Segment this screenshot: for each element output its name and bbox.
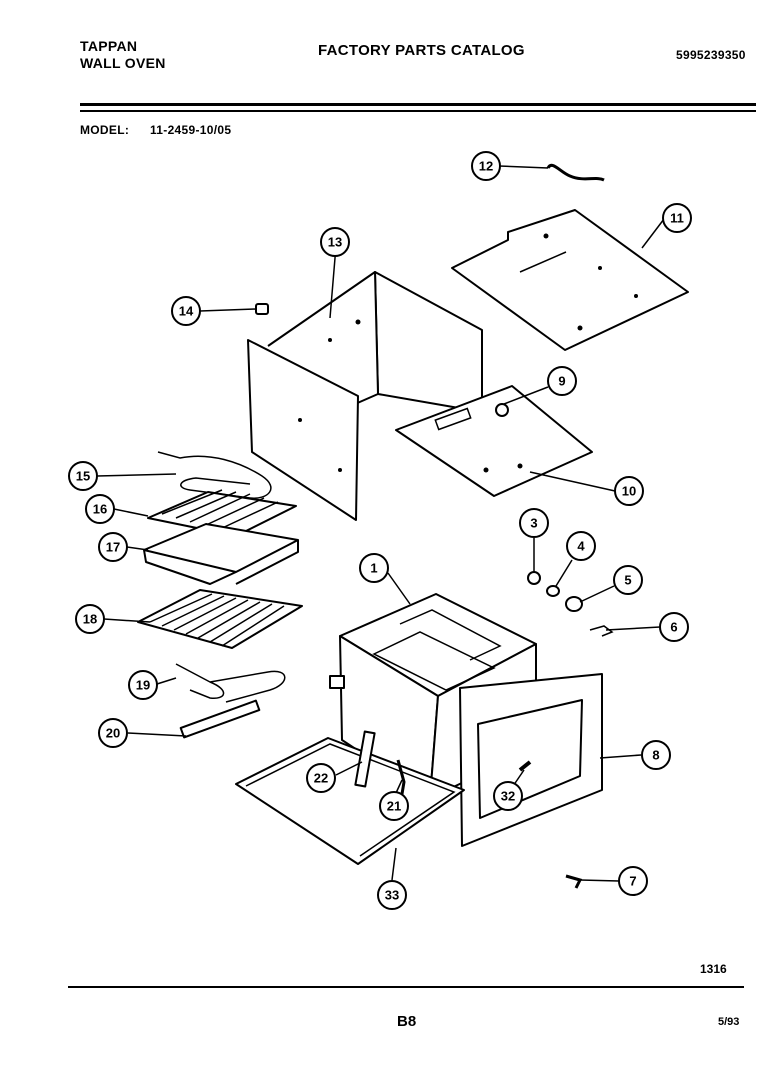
callout-10: 10 [614,476,644,506]
svg-text:15: 15 [76,469,90,484]
part-14-clip [255,303,269,315]
header-rule-bottom [80,110,756,112]
callout-3: 3 [519,508,549,538]
part-18-oven-rack [137,589,303,649]
catalog-title: FACTORY PARTS CATALOG [318,42,525,59]
callout-5: 5 [613,565,643,595]
callout-11: 11 [662,203,692,233]
svg-text:3: 3 [530,516,537,531]
svg-text:1: 1 [370,561,377,576]
part-32-pin [518,760,532,772]
model-label: MODEL: [80,123,130,137]
part-3-knob [527,571,541,585]
part-5-cap [565,596,583,612]
brand-line-2: WALL OVEN [80,55,166,71]
callout-20: 20 [98,718,128,748]
callout-12: 12 [471,151,501,181]
svg-text:10: 10 [622,484,636,499]
svg-text:13: 13 [328,235,342,250]
svg-text:8: 8 [652,748,659,763]
part-7-screw [565,874,583,889]
svg-text:21: 21 [387,799,401,814]
part-6-spring [589,625,614,637]
part-22-hinge [354,730,376,788]
model-value: 11-2459-10/05 [150,123,232,137]
callout-21: 21 [379,791,409,821]
svg-text:9: 9 [558,374,565,389]
svg-text:19: 19 [136,678,150,693]
part-20-bracket [179,699,261,739]
svg-text:6: 6 [670,620,677,635]
svg-text:5: 5 [624,573,631,588]
svg-text:33: 33 [385,888,399,903]
callout-9: 9 [547,366,577,396]
svg-text:17: 17 [106,540,120,555]
callout-16: 16 [85,494,115,524]
page-number: B8 [397,1013,417,1030]
part-11-top-panel [451,209,689,351]
svg-text:18: 18 [83,612,97,627]
callout-17: 17 [98,532,128,562]
callout-13: 13 [320,227,350,257]
callout-7: 7 [618,866,648,896]
svg-text:12: 12 [479,159,493,174]
header-rule-top [80,103,756,106]
part-17-broiler-pan [143,523,299,585]
part-13-oven-wrapper [247,271,483,521]
part-9-sensor [495,403,509,417]
catalog-number: 5995239350 [676,48,746,62]
callout-22: 22 [306,763,336,793]
svg-text:4: 4 [577,539,585,554]
callout-4: 4 [566,531,596,561]
callout-33: 33 [377,880,407,910]
svg-text:32: 32 [501,789,515,804]
svg-text:11: 11 [670,211,684,226]
callout-8: 8 [641,740,671,770]
svg-text:22: 22 [314,771,328,786]
brand-line-1: TAPPAN [80,38,138,54]
callout-1: 1 [359,553,389,583]
part-4-washer [546,585,560,597]
callout-6: 6 [659,612,689,642]
svg-text:20: 20 [106,726,120,741]
svg-text:16: 16 [93,502,107,517]
figure-code: 1316 [700,962,727,976]
callout-32: 32 [493,781,523,811]
part-33-bottom-tray [235,737,465,865]
part-8-door-frame [459,673,603,847]
callout-19: 19 [128,670,158,700]
part-10-bottom-panel [395,385,593,497]
callout-14: 14 [171,296,201,326]
svg-text:14: 14 [179,304,194,319]
svg-text:7: 7 [629,874,636,889]
callout-15: 15 [68,461,98,491]
part-12-wire-harness [546,163,605,182]
part-15-broil-element [157,451,272,499]
leader-lines [96,165,665,882]
part-19-bake-element [175,663,286,703]
callout-18: 18 [75,604,105,634]
revision-date: 5/93 [718,1016,740,1028]
footer-rule [68,986,744,988]
